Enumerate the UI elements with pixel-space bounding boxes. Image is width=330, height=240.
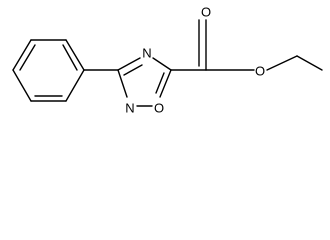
bond-ph-1: [12, 39, 32, 71]
bond-n4-c5: [152, 57, 172, 71]
bond-c5-o1-double: [155, 72, 165, 94]
oxadiazole-ring: [117, 57, 172, 107]
bond-ph-inner-2: [62, 44, 78, 71]
phenyl-ring: [12, 39, 85, 102]
bond-c3-n4-double: [123, 64, 143, 76]
bond-ph-6: [12, 69, 32, 102]
bond-ph-inner-1: [19, 44, 36, 71]
bond-ch2-ch3: [296, 55, 323, 71]
bond-ph-4: [65, 69, 85, 102]
atom-label-carbonyl-oxygen: O: [201, 5, 211, 20]
structure-drawing: N O N O O: [12, 5, 323, 116]
atom-label-ring-oxygen: O: [154, 101, 164, 116]
bond-c5-o1: [159, 69, 172, 98]
bond-c3-n4: [117, 57, 141, 71]
atom-label-ring-nitrogen-top: N: [142, 46, 151, 61]
bond-ester-o-ch2: [266, 55, 298, 71]
chemical-structure: N O N O O: [12, 5, 323, 116]
ester-group: [170, 19, 323, 71]
bond-n2-c3: [117, 69, 128, 98]
atom-label-ester-oxygen: O: [255, 64, 265, 79]
atom-label-ring-nitrogen-bottom: N: [125, 101, 134, 116]
bond-ph-3: [65, 39, 85, 71]
